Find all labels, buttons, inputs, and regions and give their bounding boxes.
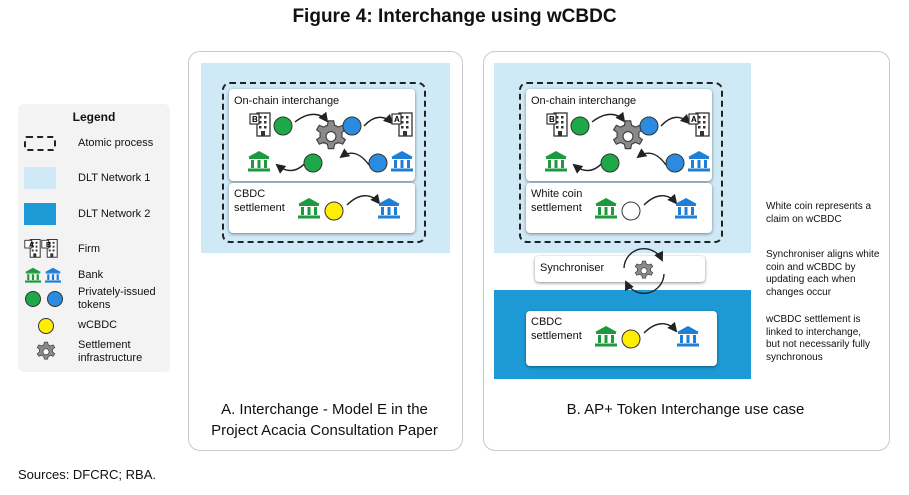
blue-token-icon — [342, 116, 362, 136]
svg-text:B: B — [549, 115, 555, 124]
blue-token-icon — [368, 153, 388, 173]
bank-green-icon — [248, 151, 270, 172]
panel-b-white-coin-label-2: settlement — [531, 202, 582, 214]
legend-dlt2-label: DLT Network 2 — [78, 208, 151, 220]
note-white-coin: White coin represents a claim on wCBDC — [766, 201, 872, 225]
bank-blue-icon — [688, 151, 710, 172]
panel-b-cbdc-flow — [595, 321, 699, 349]
gear-icon — [613, 120, 643, 150]
svg-text:B: B — [252, 115, 258, 124]
legend-atomic-label: Atomic process — [78, 137, 154, 149]
legend-infra-label: Settlement infrastructure — [78, 339, 143, 364]
legend-heading: Legend — [72, 110, 116, 124]
panel-b-onchain-flow: B A — [545, 111, 710, 174]
legend-dlt1-label: DLT Network 1 — [78, 172, 151, 184]
green-token-icon — [570, 116, 590, 136]
green-token-icon — [273, 116, 293, 136]
blue-token-icon — [639, 116, 659, 136]
panel-b-synchroniser-label: Synchroniser — [540, 262, 605, 274]
legend-bank-label: Bank — [78, 269, 104, 281]
panel-a-settlement-flow — [298, 193, 400, 221]
panel-a-caption: A. Interchange - Model E in the Project … — [188, 399, 461, 441]
bank-blue-icon — [677, 326, 699, 347]
figure-title: Figure 4: Interchange using wCBDC — [292, 6, 617, 27]
panel-b-synchroniser-bar — [535, 256, 705, 282]
white-coin-icon — [621, 201, 641, 221]
svg-text:A: A — [29, 242, 34, 249]
gear-icon — [36, 341, 56, 360]
panel-a-onchain-label: On-chain interchange — [234, 95, 340, 107]
bank-green-icon — [298, 198, 320, 219]
svg-text:B: B — [46, 242, 51, 249]
svg-text:A: A — [691, 115, 697, 124]
legend-atomic-swatch — [24, 136, 56, 151]
panel-a-settlement-label-1: CBDC — [234, 188, 266, 200]
panel-b-atomic-process — [519, 82, 723, 243]
bank-blue-icon — [675, 198, 697, 219]
panel-b-cbdc-card — [526, 311, 717, 366]
green-token-icon — [600, 153, 620, 173]
svg-text:A: A — [394, 115, 400, 124]
panel-b-onchain-label: On-chain interchange — [531, 95, 637, 107]
panel-b-cbdc-label-1: CBDC — [531, 316, 563, 328]
gear-icon — [634, 260, 654, 279]
bank-blue-icon — [378, 198, 400, 219]
bank-blue-icon — [391, 151, 413, 172]
panel-b-synchroniser-cycle — [623, 248, 665, 294]
token-icon — [25, 291, 63, 307]
panel-a-settlement-label-2: settlement — [234, 202, 285, 214]
legend-tokens-label: Privately-issued tokens — [78, 286, 156, 311]
panel-b-caption: B. AP+ Token Interchange use case — [566, 401, 805, 418]
blue-token-icon — [665, 153, 685, 173]
green-token-icon — [303, 153, 323, 173]
panel-a-caption-line-1: A. Interchange - Model E in the — [221, 401, 428, 418]
bank-green-icon — [595, 198, 617, 219]
legend: Legend Atomic process DLT Network 1 DLT … — [18, 104, 170, 372]
panel-b-white-coin-label-1: White coin — [531, 188, 583, 200]
gear-icon — [316, 120, 346, 150]
panel-a-caption-line-2: Project Acacia Consultation Paper — [211, 422, 438, 439]
legend-firm-label: Firm — [78, 243, 100, 255]
legend-dlt1-swatch — [24, 167, 56, 189]
wcbdc-icon — [38, 318, 54, 334]
panel-b-cbdc-label-2: settlement — [531, 330, 582, 342]
sources-note: Sources: DFCRC; RBA. — [18, 467, 156, 482]
wcbdc-token-icon — [621, 329, 641, 349]
note-settlement: wCBDC settlement is linked to interchang… — [766, 314, 870, 363]
panel-a-onchain-flow: B A — [248, 111, 413, 174]
bank-green-icon — [595, 326, 617, 347]
bank-green-icon — [545, 151, 567, 172]
wcbdc-token-icon — [324, 201, 344, 221]
firm-icon: A B — [24, 239, 58, 258]
legend-dlt2-swatch — [24, 203, 56, 225]
note-synchroniser: Synchroniser aligns white coin and wCBDC… — [766, 249, 880, 298]
panel-b-white-coin-flow — [595, 193, 697, 221]
legend-wcbdc-label: wCBDC — [78, 319, 118, 331]
bank-icon — [25, 267, 61, 283]
panel-a-atomic-process — [222, 82, 426, 243]
